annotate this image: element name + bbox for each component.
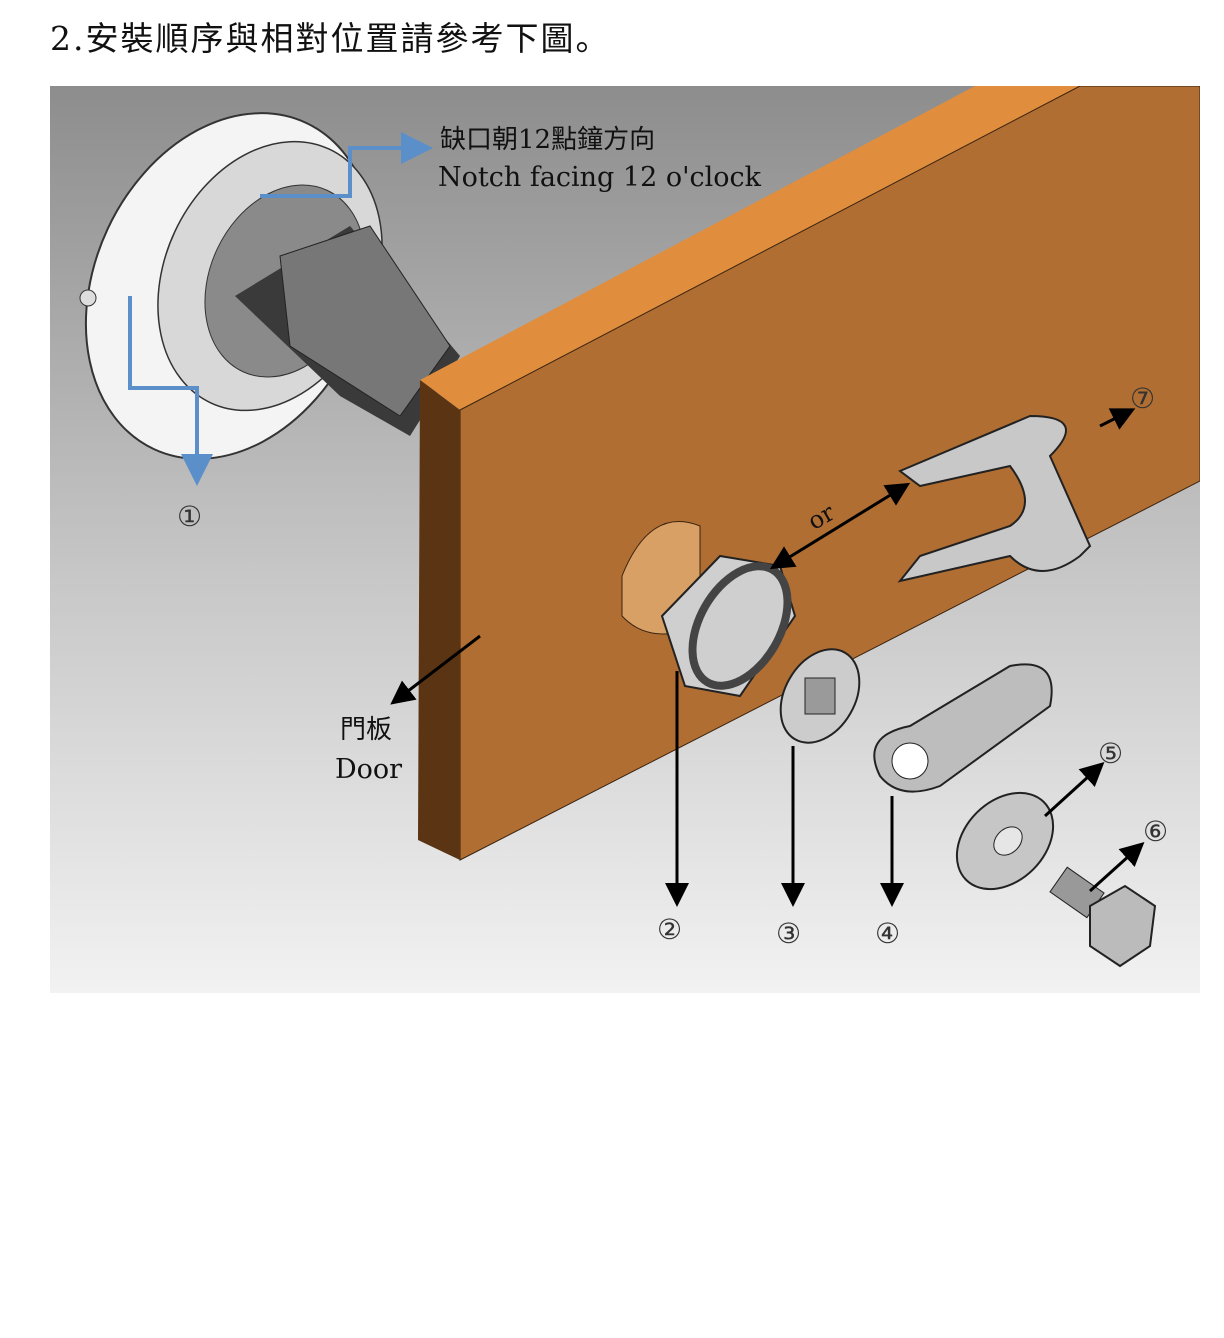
part-7-arrow <box>1099 408 1136 430</box>
part-2-label: ② <box>657 913 682 946</box>
part-6-arrow <box>1088 841 1145 893</box>
part-6-screw <box>1049 866 1157 968</box>
part-7-label: ⑦ <box>1130 382 1155 415</box>
part-4-label: ④ <box>875 917 900 950</box>
notch-callout-arrow <box>260 132 433 198</box>
diagram-svg: 缺口朝12點鐘方向 Notch facing 12 o'clock 門板 Doo… <box>50 85 1201 993</box>
part-5-arrow <box>1043 761 1105 818</box>
door-top-face <box>420 86 1080 410</box>
notch-label-zh: 缺口朝12點鐘方向 <box>440 125 655 155</box>
part-6-label: ⑥ <box>1143 815 1168 848</box>
door-side-face <box>418 380 460 860</box>
part-5-washer <box>955 791 1055 891</box>
part-3-square-washer <box>779 648 861 744</box>
installation-diagram: 缺口朝12點鐘方向 Notch facing 12 o'clock 門板 Doo… <box>50 85 1201 993</box>
part-7-clip <box>897 414 1092 583</box>
or-double-arrow <box>769 482 911 570</box>
part-2-nut <box>660 554 797 698</box>
door-arrow <box>390 634 481 705</box>
door-label-zh: 門板 <box>340 715 392 745</box>
lock-cylinder-part-1 <box>79 112 460 460</box>
part-1-callout-arrow <box>128 296 213 486</box>
part-5-label: ⑤ <box>1098 737 1123 770</box>
instruction-heading: 2.安裝順序與相對位置請參考下圖。 <box>50 19 611 58</box>
notch-label-en: Notch facing 12 o'clock <box>438 162 762 193</box>
door-label-en: Door <box>335 754 402 785</box>
part-1-label: ① <box>177 500 202 533</box>
part-4-cam <box>873 663 1053 793</box>
part-3-label: ③ <box>776 917 801 950</box>
